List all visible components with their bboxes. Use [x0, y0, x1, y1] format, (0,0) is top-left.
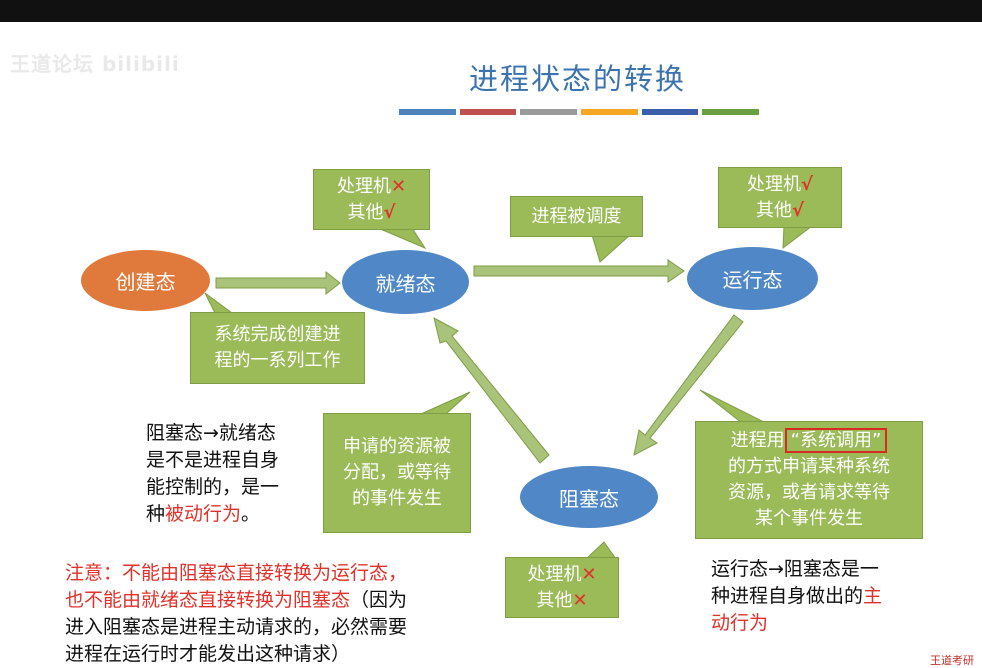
callout-tail-running: [782, 225, 814, 250]
stripe-1: [399, 109, 456, 115]
corner-logo-text: 王道考研: [930, 654, 974, 667]
callout-tail-dispatch: [591, 234, 632, 263]
callout-syscall: 进程用“系统调用” 的方式申请某种系统 资源，或者请求等待 某个事件发生: [695, 421, 923, 539]
watermark: 王道论坛 bilibili: [10, 52, 180, 76]
text-line: 申请的资源被: [343, 436, 451, 457]
text-segment: 进程用: [730, 430, 785, 451]
text-line: 的事件发生: [352, 488, 442, 509]
text-segment: （因为: [350, 589, 408, 611]
text-line: 进入阻塞态是进程主动请求的，必然需要: [65, 616, 408, 638]
label-processor: 处理机: [336, 175, 391, 197]
text-line: 程的一系列工作: [214, 350, 341, 371]
callout-tail-resource: [420, 391, 471, 415]
passive-behavior-text: 被动行为: [165, 503, 242, 525]
cross-mark: ✕: [390, 175, 407, 197]
active-behavior-text: 动行为: [711, 612, 769, 634]
text-line: 某个事件发生: [755, 508, 863, 529]
check-mark: √: [383, 201, 396, 223]
state-running: 运行态: [687, 247, 818, 310]
callout-tail-syscall: [699, 389, 767, 424]
note-blocked-to-ready: 阻塞态→就绪态 是不是进程自身 能控制的，是一 种被动行为。: [146, 420, 326, 528]
arrow-blocked-to-ready: [433, 317, 550, 464]
note-warning: 注意：不能由阻塞态直接转换为运行态， 也不能由就绪态直接转换为阻塞态（因为 进入…: [65, 560, 485, 668]
top-bar: [0, 0, 982, 22]
callout-blocked-resources: 处理机✕ 其他✕: [505, 557, 619, 618]
cross-mark: ✕: [572, 589, 588, 611]
text-line: 资源，或者请求等待: [728, 482, 890, 503]
callout-running-resources: 处理机√ 其他√: [718, 167, 842, 228]
stripe-4: [581, 109, 638, 115]
callout-ready-resources: 处理机✕ 其他√: [313, 169, 430, 230]
syscall-highlight: “系统调用”: [784, 428, 888, 453]
callout-dispatch: 进程被调度: [510, 196, 643, 237]
text-segment: 种: [146, 503, 166, 525]
title-stripes: [399, 109, 760, 115]
callout-tail-create: [204, 292, 234, 314]
text-line: 运行态→阻塞态是一: [711, 558, 879, 580]
active-behavior-text: 主: [863, 585, 883, 607]
note-running-to-blocked: 运行态→阻塞态是一 种进程自身做出的主 动行为: [711, 556, 931, 637]
label-processor: 处理机: [527, 563, 582, 585]
text-line: 能控制的，是一: [146, 476, 280, 498]
check-mark: √: [791, 199, 804, 221]
label-other: 其他: [536, 589, 573, 611]
state-ready: 就绪态: [342, 250, 469, 314]
text-line: 阻塞态→就绪态: [146, 422, 276, 444]
stripe-6: [702, 109, 760, 115]
callout-tail-ready: [377, 227, 427, 250]
text-line: 的方式申请某种系统: [728, 456, 890, 477]
callout-resource-granted: 申请的资源被 分配，或等待 的事件发生: [323, 413, 471, 533]
text-segment: 种进程自身做出的: [711, 585, 864, 607]
page-title: 进程状态的转换: [468, 62, 686, 96]
text-line: 进程在运行时才能发出这种请求）: [65, 643, 351, 665]
state-blocked: 阻塞态: [520, 466, 658, 528]
arrow-running-to-blocked: [633, 314, 744, 456]
arrow-ready-to-running: [473, 259, 685, 283]
warning-line: 注意：不能由阻塞态直接转换为运行态，: [65, 562, 408, 584]
label-other: 其他: [347, 201, 384, 223]
stripe-3: [520, 109, 578, 115]
callout-create-work: 系统完成创建进 程的一系列工作: [190, 312, 365, 384]
cross-mark: ✕: [581, 563, 597, 585]
label-processor: 处理机: [746, 173, 801, 195]
check-mark: √: [800, 173, 813, 195]
label-other: 其他: [755, 199, 792, 221]
stripe-2: [459, 109, 517, 115]
text-line: 分配，或等待: [343, 462, 451, 483]
stripe-5: [641, 109, 699, 115]
state-create: 创建态: [81, 250, 210, 311]
text-line: 系统完成创建进: [214, 324, 341, 345]
text-segment: 。: [241, 503, 261, 525]
arrow-create-to-ready: [215, 270, 341, 296]
text-line: 是不是进程自身: [146, 449, 280, 471]
warning-line: 也不能由就绪态直接转换为阻塞态: [65, 589, 351, 611]
